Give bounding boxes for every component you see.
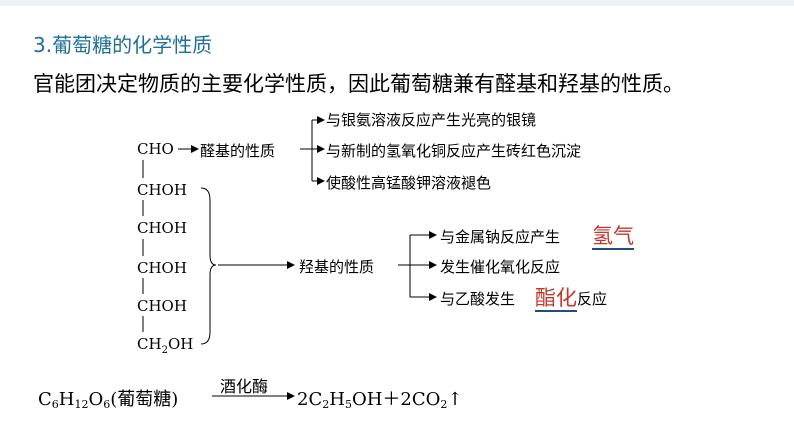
hydroxyl-reaction-3-prefix: 与乙酸发生 [440, 290, 516, 308]
aldehyde-label: 醛基的性质 [200, 142, 276, 160]
top-bar [0, 0, 794, 6]
reaction-condition: 酒化酶 [220, 377, 269, 396]
group-choh-3: CHOH [137, 259, 187, 277]
hydroxyl-reaction-2: 发生催化氧化反应 [440, 258, 561, 276]
group-cho: CHO [137, 140, 174, 158]
section-heading: 3.葡萄糖的化学性质 [33, 33, 213, 57]
group-ch2oh: CH2OH [137, 335, 194, 356]
intro-text: 官能团决定物质的主要化学性质，因此葡萄糖兼有醛基和羟基的性质。 [33, 72, 684, 96]
aldehyde-reaction-2: 与新制的氢氧化铜反应产生砖红色沉淀 [326, 142, 582, 160]
products: 2C2H5OH＋2CO2↑ [297, 389, 463, 411]
highlight-hydrogen: 氢气 [592, 224, 634, 250]
group-choh-1: CHOH [137, 181, 187, 199]
brace-hydroxyl [200, 187, 217, 345]
highlight-esterification: 酯化 [535, 286, 577, 312]
aldehyde-reaction-3: 使酸性高锰酸钾溶液褪色 [326, 174, 492, 192]
hydroxyl-reaction-3-suffix: 反应 [577, 290, 608, 308]
reactant-glucose: C6H12O6(葡萄糖) [38, 389, 179, 411]
group-choh-4: CHOH [137, 297, 187, 315]
aldehyde-reaction-1: 与银氨溶液反应产生光亮的银镜 [326, 111, 537, 129]
hydroxyl-label: 羟基的性质 [299, 258, 375, 276]
group-choh-2: CHOH [137, 219, 187, 237]
hydroxyl-reaction-1: 与金属钠反应产生 [440, 228, 561, 246]
